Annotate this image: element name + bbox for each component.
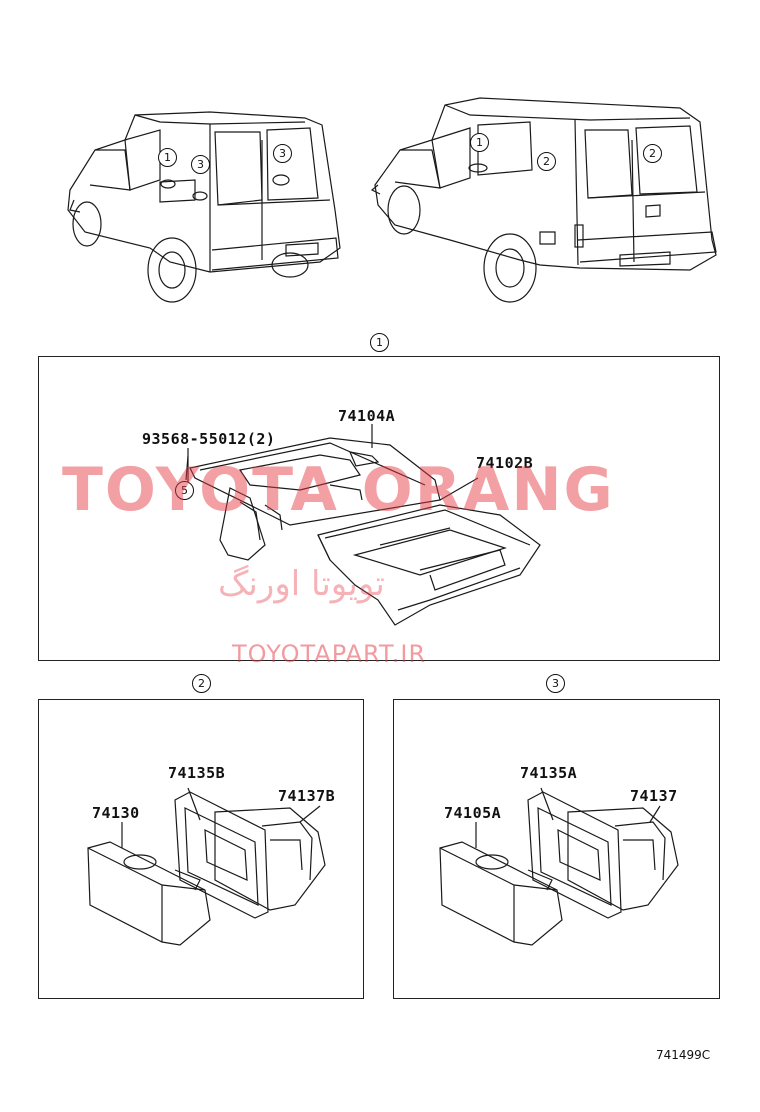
callout-2-right-vehicle-rear: 2 bbox=[643, 144, 662, 163]
part-label-74137: 74137 bbox=[630, 787, 678, 805]
part-label-74102B: 74102B bbox=[476, 454, 534, 472]
panel-2-header-callout: 2 bbox=[192, 674, 211, 693]
watermark-brand: TOYOTA ORANG bbox=[62, 455, 615, 525]
vehicle-long-illustration bbox=[370, 97, 717, 303]
watermark-brand-persian: تویوتا اورنگ bbox=[218, 564, 385, 604]
panel-1-frame bbox=[38, 356, 720, 661]
callout-1-right-vehicle: 1 bbox=[470, 133, 489, 152]
part-label-74135B: 74135B bbox=[168, 764, 226, 782]
ashtray-set-a-illustration bbox=[439, 787, 679, 946]
ashtray-set-b-illustration bbox=[87, 787, 326, 946]
part-label-93568-55012: 93568-55012(2) bbox=[142, 430, 276, 448]
vehicle-short-illustration bbox=[67, 111, 341, 303]
part-label-74105A: 74105A bbox=[444, 804, 502, 822]
callout-1-left-vehicle: 1 bbox=[158, 148, 177, 167]
diagram-reference-code: 741499C bbox=[656, 1048, 711, 1062]
part-label-74135A: 74135A bbox=[520, 764, 578, 782]
console-assembly-illustration bbox=[185, 424, 541, 626]
part-label-74130: 74130 bbox=[92, 804, 140, 822]
callout-3-left-vehicle-front: 3 bbox=[191, 155, 210, 174]
panel-3-frame bbox=[393, 699, 720, 999]
part-label-74104A: 74104A bbox=[338, 407, 396, 425]
watermark-url: TOYOTAPART.IR bbox=[232, 640, 427, 668]
callout-5: 5 bbox=[175, 481, 194, 500]
panel-1-header-callout: 1 bbox=[370, 333, 389, 352]
callout-3-left-vehicle-rear: 3 bbox=[273, 144, 292, 163]
callout-2-right-vehicle-side: 2 bbox=[537, 152, 556, 171]
panel-2-frame bbox=[38, 699, 364, 999]
part-label-74137B: 74137B bbox=[278, 787, 336, 805]
panel-3-header-callout: 3 bbox=[546, 674, 565, 693]
